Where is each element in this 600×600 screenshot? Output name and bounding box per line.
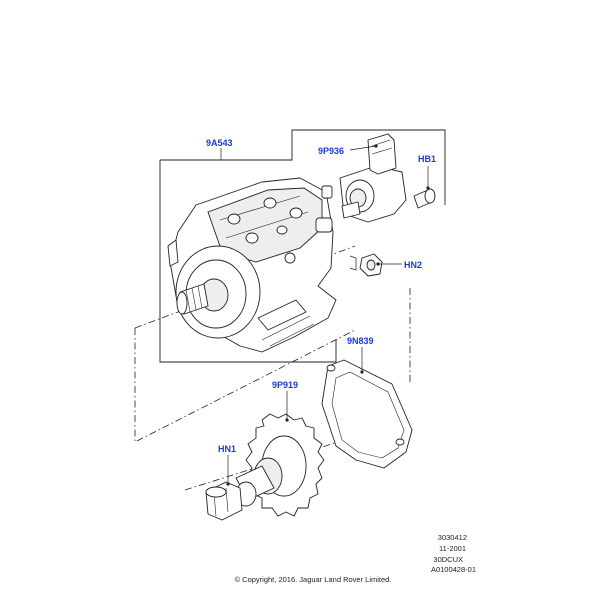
callout-9p919[interactable]: 9P919 (272, 380, 298, 390)
nut-hn2[interactable] (349, 253, 383, 277)
copyright-notice: © Copyright, 2016. Jaguar Land Rover Lim… (235, 575, 392, 584)
pump-group-box (159, 160, 337, 363)
fuel-injection-pump[interactable] (167, 177, 337, 353)
drive-gear[interactable] (235, 413, 325, 517)
ref-line-3: 30DCUX (433, 555, 463, 564)
callout-9n839[interactable]: 9N839 (347, 336, 374, 346)
leader-9p936 (349, 145, 377, 151)
axis-line-left (134, 328, 356, 443)
nut-hn1[interactable] (205, 481, 243, 521)
fuel-pressure-sensor[interactable] (339, 133, 436, 223)
ref-line-2: 11-2001 (439, 544, 466, 553)
callout-hn1[interactable]: HN1 (218, 444, 236, 454)
callout-9a543[interactable]: 9A543 (206, 138, 233, 148)
callout-hn2[interactable]: HN2 (404, 260, 422, 270)
callout-hb1[interactable]: HB1 (418, 154, 436, 164)
ref-line-4: A0100428-01 (431, 565, 476, 574)
ref-line-1: 3030412 (438, 533, 467, 542)
pump-group-box-top (160, 129, 446, 205)
gasket[interactable] (321, 359, 413, 469)
callout-9p936[interactable]: 9P936 (318, 146, 344, 156)
